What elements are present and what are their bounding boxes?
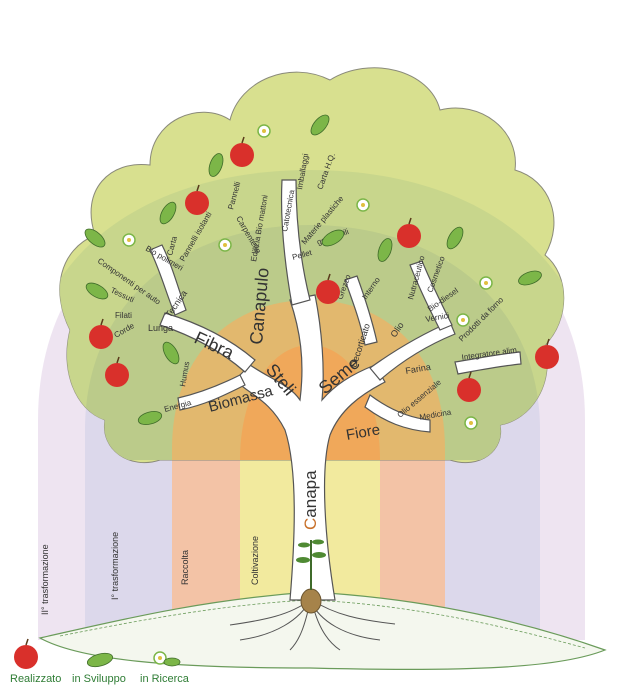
legend-ricerca — [153, 651, 181, 667]
label-coltivazione: Coltivazione — [250, 536, 260, 585]
legend-label-realizzato: Realizzato — [10, 673, 61, 685]
trunk — [234, 294, 386, 601]
tree-structure — [149, 179, 522, 601]
leaf-icon — [518, 270, 542, 286]
seedling-icon — [296, 539, 326, 590]
label-first-transformation: I° trasformazione — [110, 532, 120, 600]
apple-icon — [14, 645, 38, 669]
legend-realizzato — [14, 638, 38, 669]
label-lunga: Lunga — [148, 323, 173, 333]
branch-fiore — [364, 394, 431, 433]
apple-icon — [535, 338, 559, 369]
flower-icon — [356, 198, 370, 212]
apple-icon — [105, 356, 129, 387]
branch-fibra — [159, 312, 256, 373]
branch-tecnica — [149, 244, 187, 316]
flowers — [122, 124, 493, 430]
flower-icon — [479, 276, 493, 290]
label-fiore: Fiore — [345, 421, 382, 444]
branch-seme — [369, 321, 456, 381]
flower-icon — [122, 233, 136, 247]
leaf-icon — [310, 114, 330, 136]
flower-icon — [218, 238, 232, 252]
leaf-icon — [86, 652, 114, 668]
label-humus: Humus — [178, 361, 191, 388]
label-filati: Filati — [115, 311, 132, 320]
legend-label-sviluppo: in Sviluppo — [72, 673, 126, 685]
flower-icon — [464, 416, 478, 430]
apples — [89, 136, 559, 402]
apple-icon — [230, 136, 254, 167]
leaf-icon — [84, 228, 106, 248]
trunk-label: Canapa — [301, 470, 320, 530]
apple-icon — [397, 217, 421, 248]
leaf-icon — [137, 411, 163, 425]
leaves — [84, 114, 542, 425]
stage-labels: Coltivazione Raccolta I° trasformazione … — [40, 532, 260, 615]
label-second-transformation: II° trasformazione — [40, 544, 50, 615]
leaf-icon — [162, 341, 180, 365]
seed-icon — [300, 588, 322, 614]
leaf-icon — [377, 238, 393, 262]
leaf-icon — [208, 153, 224, 177]
leaf-icon — [159, 201, 177, 225]
branch-canapulo — [280, 179, 311, 306]
label-raccolta: Raccolta — [180, 550, 190, 585]
label-farina: Farina — [405, 362, 432, 376]
leaf-icon — [446, 226, 464, 250]
branch-decorticato — [344, 275, 378, 346]
apple-icon — [316, 273, 340, 304]
branch-biomassa — [177, 374, 246, 411]
apple-icon — [89, 318, 113, 349]
legend-label-ricerca: in Ricerca — [140, 673, 190, 685]
branch-farina — [454, 351, 522, 375]
leaf-icon — [85, 282, 109, 300]
leaf-icon — [321, 229, 345, 247]
flower-icon — [456, 313, 470, 327]
label-vernici: Vernici — [425, 311, 450, 324]
apple-icon — [457, 371, 481, 402]
apple-icon — [185, 184, 209, 215]
flower-icon — [257, 124, 271, 138]
branch-olio — [409, 260, 453, 331]
legend: Realizzato in Sviluppo in Ricerca — [10, 638, 190, 685]
